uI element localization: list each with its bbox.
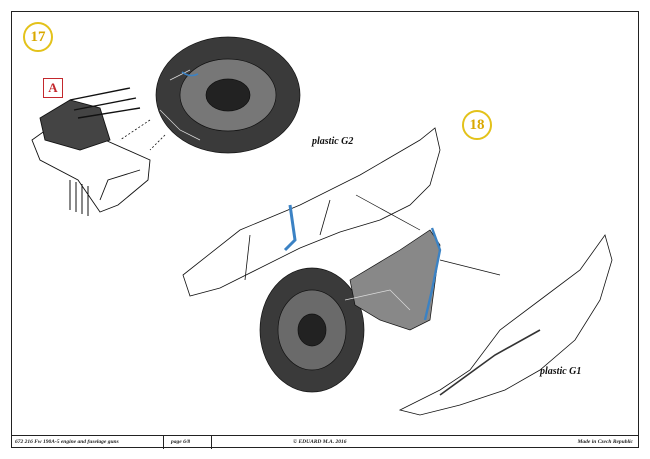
engine-bottom — [259, 227, 442, 393]
gun-mount-assembly — [31, 87, 151, 216]
footer-bar: 672 216 Fw 190A-5 engine and fuselage gu… — [11, 435, 639, 449]
guide-arrows — [355, 194, 501, 276]
label-plastic-g2: plastic G2 — [312, 136, 354, 147]
step-18-badge: 18 — [462, 110, 492, 140]
footer-divider — [211, 436, 212, 449]
label-plastic-g1: plastic G1 — [540, 366, 582, 377]
page-frame — [11, 11, 639, 448]
footer-divider — [163, 436, 164, 449]
fuselage-panel-g1 — [398, 234, 613, 416]
step-17-badge: 17 — [23, 22, 53, 52]
fuselage-panel-g2 — [182, 127, 441, 297]
variant-a-badge: A — [43, 78, 63, 98]
footer-page: page 6/8 — [171, 439, 191, 445]
footer-made-in: Made in Czech Republic — [577, 439, 633, 445]
footer-product: 672 216 Fw 190A-5 engine and fuselage gu… — [15, 439, 119, 445]
engine-top — [119, 36, 301, 154]
footer-copyright: © EDUARD M.A. 2016 — [293, 439, 347, 445]
